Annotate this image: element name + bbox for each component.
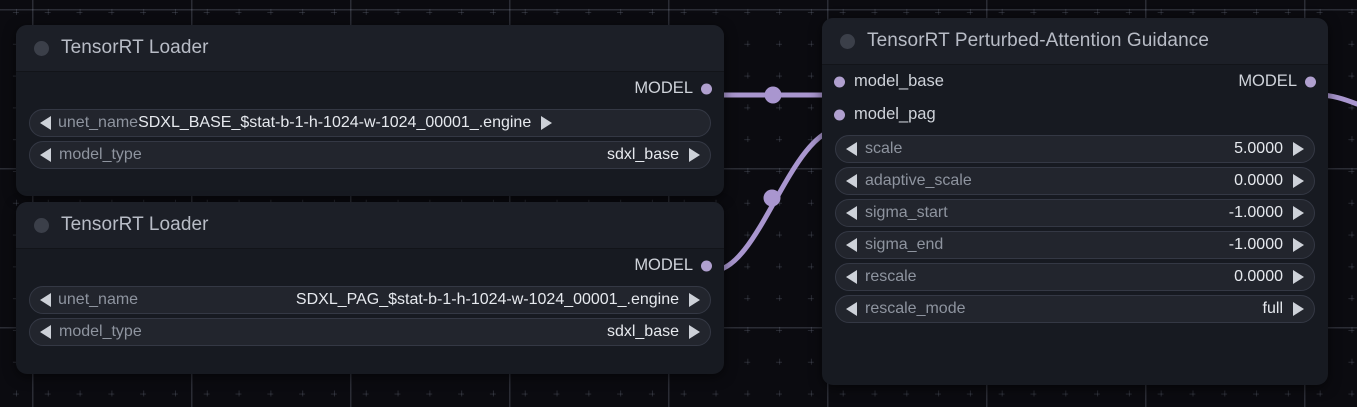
- node-tensorrt-loader-pag[interactable]: TensorRT Loader MODEL unet_name SDXL_PAG…: [16, 202, 724, 374]
- link-midpoint-dot-pag: [763, 189, 781, 207]
- widget-value[interactable]: -1.0000: [1228, 204, 1283, 221]
- increment-arrow-icon[interactable]: [1293, 174, 1304, 188]
- output-slot-model[interactable]: MODEL: [16, 72, 724, 105]
- node-header[interactable]: TensorRT Loader: [16, 202, 724, 249]
- widget-sigma_end[interactable]: sigma_end -1.0000: [835, 231, 1315, 259]
- increment-arrow-icon[interactable]: [689, 148, 700, 162]
- collapse-toggle-icon[interactable]: [840, 33, 855, 49]
- slot-row-model_pag: model_pag: [822, 98, 1328, 131]
- widget-scale[interactable]: scale 5.0000: [835, 135, 1315, 163]
- input-slot-dot-icon[interactable]: [834, 109, 845, 120]
- increment-arrow-icon[interactable]: [1293, 142, 1304, 156]
- widget-model_type[interactable]: model_type sdxl_base: [29, 141, 711, 169]
- link-midpoint-dot-base: [764, 86, 782, 104]
- widget-label: scale: [865, 140, 903, 157]
- widget-rescale[interactable]: rescale 0.0000: [835, 263, 1315, 291]
- increment-arrow-icon[interactable]: [1293, 206, 1304, 220]
- widget-value[interactable]: 5.0000: [1234, 140, 1283, 157]
- output-slot-dot-icon[interactable]: [701, 260, 712, 271]
- output-slot-dot-icon[interactable]: [701, 83, 712, 94]
- node-title: TensorRT Loader: [61, 214, 209, 235]
- decrement-arrow-icon[interactable]: [846, 302, 857, 316]
- decrement-arrow-icon[interactable]: [40, 148, 51, 162]
- widget-value[interactable]: SDXL_PAG_$stat-b-1-h-1024-w-1024_00001_.…: [295, 291, 679, 308]
- output-slot-model[interactable]: MODEL: [16, 249, 724, 282]
- widget-label: rescale_mode: [865, 300, 966, 317]
- widget-sigma_start[interactable]: sigma_start -1.0000: [835, 199, 1315, 227]
- node-tensorrt-perturbed-attention-guidance[interactable]: TensorRT Perturbed-Attention Guidance mo…: [822, 18, 1328, 385]
- node-body: model_base MODEL model_pag scale 5.0000 …: [822, 65, 1328, 323]
- decrement-arrow-icon[interactable]: [40, 293, 51, 307]
- widget-value[interactable]: sdxl_base: [606, 146, 679, 163]
- widget-label: adaptive_scale: [865, 172, 972, 189]
- decrement-arrow-icon[interactable]: [846, 142, 857, 156]
- increment-arrow-icon[interactable]: [689, 293, 700, 307]
- output-slot-label: MODEL: [1238, 72, 1297, 90]
- widget-value[interactable]: 0.0000: [1234, 172, 1283, 189]
- widget-value[interactable]: 0.0000: [1234, 268, 1283, 285]
- node-header[interactable]: TensorRT Perturbed-Attention Guidance: [822, 18, 1328, 65]
- collapse-toggle-icon[interactable]: [34, 217, 49, 233]
- widget-label: unet_name: [58, 291, 139, 308]
- decrement-arrow-icon[interactable]: [846, 206, 857, 220]
- input-slot-dot-icon[interactable]: [834, 76, 845, 87]
- widget-label: unet_name: [58, 114, 139, 131]
- increment-arrow-icon[interactable]: [541, 116, 553, 130]
- increment-arrow-icon[interactable]: [1293, 270, 1304, 284]
- widget-adaptive_scale[interactable]: adaptive_scale 0.0000: [835, 167, 1315, 195]
- input-slot-label: model_base: [854, 72, 944, 90]
- widget-label: sigma_end: [865, 236, 944, 253]
- node-tensorrt-loader-base[interactable]: TensorRT Loader MODEL unet_name SDXL_BAS…: [16, 25, 724, 196]
- widget-label: model_type: [59, 146, 142, 163]
- widget-value[interactable]: SDXL_BASE_$stat-b-1-h-1024-w-1024_00001_…: [138, 114, 532, 131]
- widget-unet_name[interactable]: unet_name SDXL_PAG_$stat-b-1-h-1024-w-10…: [29, 286, 711, 314]
- output-slot-label: MODEL: [634, 79, 693, 97]
- decrement-arrow-icon[interactable]: [40, 116, 51, 130]
- widget-unet_name[interactable]: unet_name SDXL_BASE_$stat-b-1-h-1024-w-1…: [29, 109, 711, 137]
- node-title: TensorRT Loader: [61, 37, 209, 58]
- node-title: TensorRT Perturbed-Attention Guidance: [867, 30, 1210, 51]
- widget-value[interactable]: sdxl_base: [606, 323, 679, 340]
- widget-label: model_type: [59, 323, 142, 340]
- decrement-arrow-icon[interactable]: [846, 238, 857, 252]
- decrement-arrow-icon[interactable]: [846, 270, 857, 284]
- widget-label: sigma_start: [865, 204, 948, 221]
- node-body: MODEL unet_name SDXL_BASE_$stat-b-1-h-10…: [16, 72, 724, 169]
- decrement-arrow-icon[interactable]: [40, 325, 51, 339]
- node-body: MODEL unet_name SDXL_PAG_$stat-b-1-h-102…: [16, 249, 724, 346]
- increment-arrow-icon[interactable]: [1293, 302, 1304, 316]
- decrement-arrow-icon[interactable]: [846, 174, 857, 188]
- output-slot-label: MODEL: [634, 256, 693, 274]
- widget-value[interactable]: full: [1262, 300, 1283, 317]
- increment-arrow-icon[interactable]: [689, 325, 700, 339]
- slot-row-model_base-and-output: model_base MODEL: [822, 65, 1328, 98]
- widget-label: rescale: [865, 268, 917, 285]
- increment-arrow-icon[interactable]: [1293, 238, 1304, 252]
- node-header[interactable]: TensorRT Loader: [16, 25, 724, 72]
- output-slot-dot-icon[interactable]: [1305, 76, 1316, 87]
- collapse-toggle-icon[interactable]: [34, 40, 49, 56]
- widget-model_type[interactable]: model_type sdxl_base: [29, 318, 711, 346]
- widget-rescale_mode[interactable]: rescale_mode full: [835, 295, 1315, 323]
- widget-value[interactable]: -1.0000: [1228, 236, 1283, 253]
- input-slot-label: model_pag: [854, 105, 936, 123]
